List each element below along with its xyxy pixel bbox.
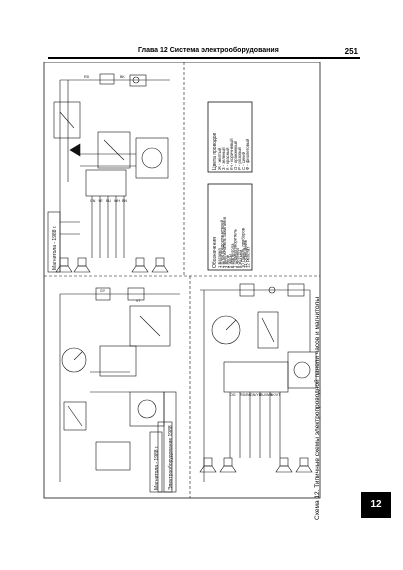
relay-box — [129, 305, 171, 347]
wire-code-label: BK — [120, 75, 125, 79]
connector-block — [85, 169, 127, 197]
legend-wires-box — [207, 101, 253, 173]
resistor — [63, 401, 87, 431]
legend-component-item: 3 Выключатель зажигания — [222, 217, 227, 268]
legend-component-item: 7 Громкоговоритель — [233, 228, 238, 268]
legend-component-item: 2 Блок предохранителей — [220, 219, 225, 268]
legend-wire-item: Р - розовый — [237, 146, 242, 170]
legend-component-item: 4 Реле — [225, 254, 230, 268]
wire-code-label: BN — [122, 199, 127, 203]
wire-code-label: RD — [84, 75, 90, 79]
legend-component-item: 6 Магнитола — [230, 243, 235, 268]
figure-caption: Схема 12. Типичные схемы электропроводно… — [314, 297, 321, 520]
diagram-frame — [43, 62, 321, 499]
radio-label-right: Электрооборудование 1988 — [168, 425, 174, 490]
wiring-diagram: Магнитола - 1988 г. Электрооборудование … — [43, 62, 321, 499]
gauge — [61, 347, 87, 373]
speakers-upper — [55, 257, 169, 273]
header-rule — [48, 57, 360, 59]
wire-code-label: BU — [106, 199, 111, 203]
clock-unit-lower — [129, 391, 165, 427]
legend-component-item: 8 Антенна — [235, 248, 240, 268]
page-header: Глава 12 Система электрооборудования 251 — [48, 46, 358, 58]
component-block — [95, 441, 131, 471]
legend-component-item: 12 Реостат — [246, 247, 251, 268]
clock-unit — [135, 137, 169, 179]
legend-wires-title: Цвета проводов — [212, 132, 218, 170]
lower-left-circuit — [59, 287, 180, 493]
legend-component-item: 10 Панель приборов — [240, 227, 245, 268]
legend-wire-item: Ф - фиолетовый — [245, 138, 250, 170]
relay-box — [257, 311, 279, 349]
wire-code-label: RD/BK — [240, 393, 252, 397]
legend-component-item: 9 Разъем — [238, 250, 243, 268]
legend-wire-item: Ж - желтый — [217, 147, 222, 170]
legend-components-box — [207, 183, 253, 271]
legend-wire-item: С - синий — [241, 151, 246, 170]
wire-code-label: YE — [98, 199, 103, 203]
legend-wire-item: К - красный — [225, 147, 230, 170]
legend-component-item: 5 Часы — [227, 254, 232, 268]
legend-wire-item: Кч - коричневый — [229, 138, 234, 170]
fuse-box — [239, 283, 255, 297]
chapter-tab: 12 — [361, 492, 391, 518]
radio-dial — [211, 315, 241, 345]
relay-box — [53, 101, 81, 139]
page-number: 251 — [344, 47, 358, 56]
switch-block — [97, 131, 131, 169]
radio-connector — [223, 361, 289, 393]
legend-components-title: Обозначения — [212, 237, 218, 268]
connector — [287, 283, 305, 297]
chapter-title: Глава 12 Система электрооборудования — [138, 47, 279, 54]
legend-wire-item: З - зеленый — [221, 147, 226, 170]
terminal — [268, 286, 276, 294]
wire-code-label: VT — [136, 299, 141, 303]
switch-block — [99, 345, 137, 377]
wire-code-label: WH — [114, 199, 120, 203]
upper-left-circuit — [53, 73, 170, 272]
legend-wire-item: О - оранжевый — [233, 140, 238, 170]
clock-face — [141, 147, 163, 169]
wire-code-label: GY — [100, 289, 106, 293]
fuse-box — [95, 287, 111, 301]
connector — [127, 287, 145, 301]
wire-code-label: BK/VT — [270, 393, 281, 397]
wire-code-label: BU/WH — [260, 393, 272, 397]
wire-code-label: OG — [230, 393, 236, 397]
clock-unit-right — [287, 351, 317, 389]
lower-right-circuit — [200, 283, 317, 482]
legend-component-item: 1 Батарея — [217, 248, 222, 268]
legend-component-item: 11 Освещение — [243, 239, 248, 268]
clock-label-top: Магнитола - 1988 г. — [52, 225, 58, 270]
terminal — [132, 76, 140, 84]
ground-arrow — [69, 143, 81, 157]
speakers-lower — [199, 457, 313, 473]
radio-label-lower: Магнитола - 1988 г. — [154, 445, 160, 490]
wire-code-label: GN/YE — [250, 393, 262, 397]
wire-code-label: GN — [90, 199, 96, 203]
connector — [129, 74, 147, 87]
fuse-box — [99, 73, 115, 85]
